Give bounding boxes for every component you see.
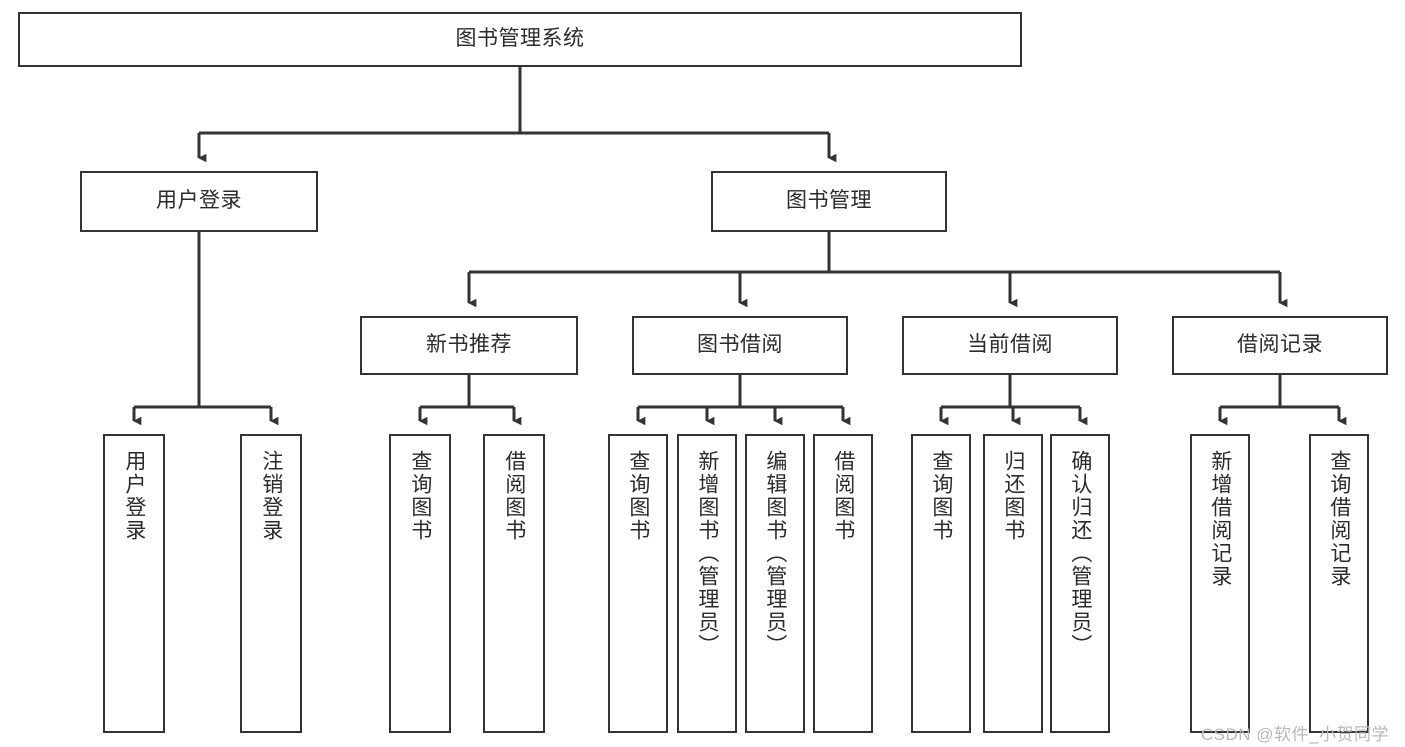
node-leaf-return-book-label: 归还图书: [1001, 450, 1025, 542]
node-leaf-query-book-3[interactable]: 查询图书: [911, 434, 971, 733]
node-leaf-edit-book[interactable]: 编辑图书（管理员）: [745, 434, 805, 733]
node-leaf-query-book-2-label: 查询图书: [626, 450, 650, 542]
node-new-book-rec[interactable]: 新书推荐: [360, 316, 578, 375]
node-borrow-record[interactable]: 借阅记录: [1172, 316, 1388, 375]
node-book-manage[interactable]: 图书管理: [711, 171, 947, 232]
edge-user-login-bus: [134, 232, 271, 409]
node-leaf-return-book[interactable]: 归还图书: [983, 434, 1043, 733]
node-leaf-borrow-book-1[interactable]: 借阅图书: [483, 434, 545, 733]
node-borrow-record-label: 借阅记录: [1237, 333, 1323, 357]
node-leaf-query-record-label: 查询借阅记录: [1327, 450, 1351, 588]
node-leaf-confirm-return[interactable]: 确认归还（管理员）: [1050, 434, 1110, 733]
edge-root-bus: [199, 67, 829, 135]
node-current-borrow[interactable]: 当前借阅: [902, 316, 1118, 375]
node-user-login[interactable]: 用户登录: [80, 171, 318, 232]
node-leaf-logout-label: 注销登录: [259, 450, 283, 542]
node-book-borrow-label: 图书借阅: [697, 333, 783, 357]
node-leaf-user-login[interactable]: 用户登录: [103, 434, 165, 733]
node-root[interactable]: 图书管理系统: [18, 12, 1022, 67]
node-leaf-query-book-1[interactable]: 查询图书: [389, 434, 451, 733]
node-leaf-query-book-1-label: 查询图书: [408, 450, 432, 542]
node-leaf-user-login-label: 用户登录: [122, 450, 146, 542]
node-leaf-confirm-return-label: 确认归还（管理员）: [1068, 450, 1092, 657]
node-current-borrow-label: 当前借阅: [967, 333, 1053, 357]
node-leaf-logout[interactable]: 注销登录: [240, 434, 302, 733]
node-leaf-borrow-book-2[interactable]: 借阅图书: [813, 434, 873, 733]
node-user-login-label: 用户登录: [156, 189, 242, 213]
node-leaf-query-book-3-label: 查询图书: [929, 450, 953, 542]
node-leaf-add-book-label: 新增图书（管理员）: [695, 450, 719, 657]
node-book-borrow[interactable]: 图书借阅: [632, 316, 848, 375]
node-book-manage-label: 图书管理: [786, 189, 872, 213]
edge-book-borrow-bus: [638, 375, 843, 409]
node-leaf-borrow-book-2-label: 借阅图书: [831, 450, 855, 542]
edge-current-borrow-bus: [941, 375, 1080, 409]
edge-book-manage-bus: [469, 232, 1280, 274]
edge-new-book-rec-bus: [420, 375, 514, 409]
edge-borrow-record-bus: [1220, 375, 1339, 409]
node-leaf-edit-book-label: 编辑图书（管理员）: [763, 450, 787, 657]
node-leaf-add-book[interactable]: 新增图书（管理员）: [677, 434, 737, 733]
node-new-book-rec-label: 新书推荐: [426, 333, 512, 357]
node-leaf-borrow-book-1-label: 借阅图书: [502, 450, 526, 542]
csdn-watermark: CSDN @软件_小贺同学: [1200, 725, 1389, 744]
node-leaf-query-record[interactable]: 查询借阅记录: [1309, 434, 1369, 733]
node-leaf-add-record-label: 新增借阅记录: [1208, 450, 1232, 588]
node-leaf-query-book-2[interactable]: 查询图书: [608, 434, 668, 733]
node-root-label: 图书管理系统: [455, 27, 585, 51]
node-leaf-add-record[interactable]: 新增借阅记录: [1190, 434, 1250, 733]
